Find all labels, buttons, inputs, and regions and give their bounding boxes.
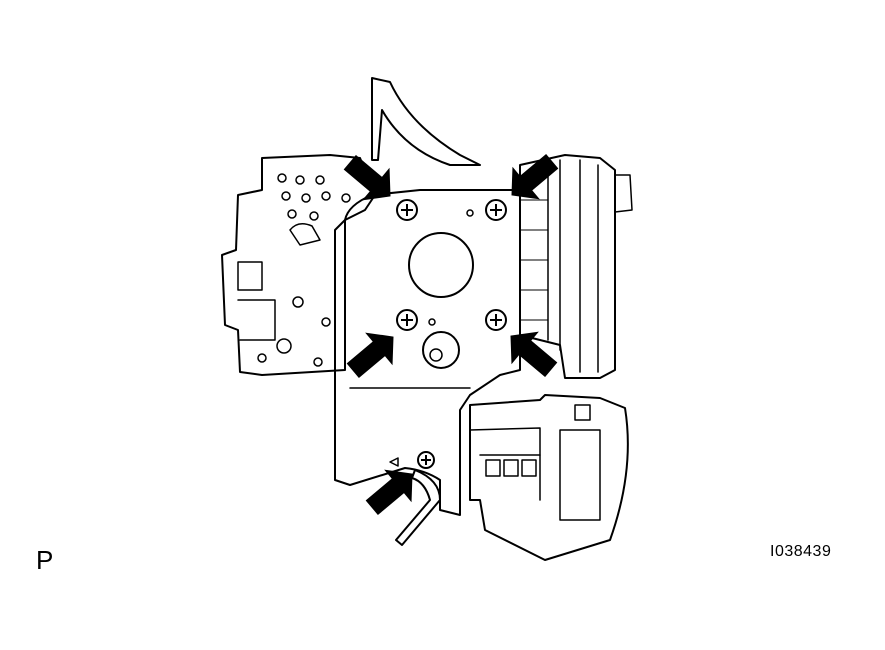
screw-2: [485, 199, 507, 221]
corner-label: P: [36, 545, 54, 575]
arrow-icon: [511, 153, 559, 200]
figure-id: I038439: [770, 543, 832, 560]
screw-1: [396, 199, 418, 221]
right-dial-assembly: [519, 154, 633, 379]
arrow-icon: [346, 332, 394, 379]
screw-5: [417, 451, 435, 469]
arrow-icon: [343, 154, 391, 201]
lower-connector-block: [469, 394, 629, 561]
screw-4: [485, 309, 507, 331]
arrow-icon: [510, 331, 558, 378]
screw-3: [396, 309, 418, 331]
top-flange: [371, 77, 481, 166]
arrow-icon: [365, 469, 413, 516]
left-housing: [221, 154, 376, 376]
bottom-lever: [395, 469, 441, 546]
bracket-plate: [334, 189, 521, 516]
